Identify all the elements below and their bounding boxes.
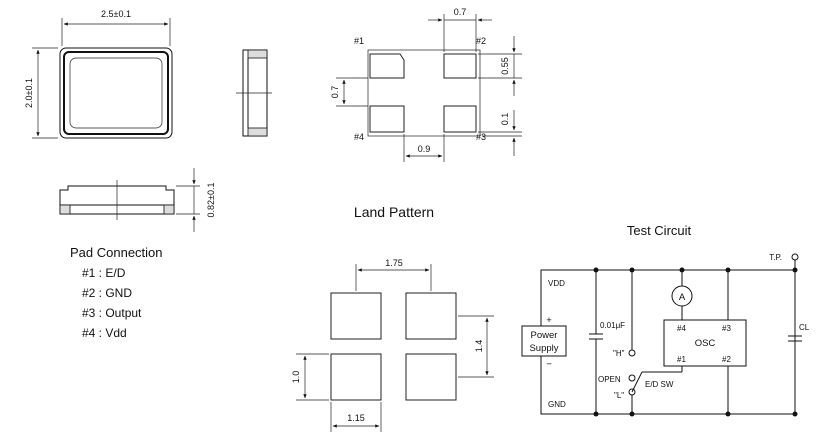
osc-pin-3: #3 — [722, 324, 731, 333]
height-dim-label: 2.0±0.1 — [24, 78, 34, 108]
side-view-vertical — [236, 49, 272, 137]
width-dim-label: 2.5±0.1 — [101, 9, 131, 19]
pad-connection-title: Pad Connection — [70, 245, 163, 260]
minus-label: − — [546, 359, 552, 370]
land-pad-bottom-left — [330, 353, 382, 401]
cl-label: CL — [799, 323, 810, 332]
bottom-pad-2 — [443, 53, 477, 79]
switch-label: E/D SW — [645, 380, 674, 389]
bottom-view: #1 #2 #3 #4 0.7 0.55 0.1 0.7 0.9 — [330, 7, 522, 162]
pad-connection-item-2: #2 : GND — [82, 286, 132, 300]
land-dim-top: 1.75 — [385, 258, 403, 268]
top-view-outline — [59, 47, 173, 139]
pad-connection: Pad Connection #1 : E/D #2 : GND #3 : Ou… — [70, 245, 163, 340]
bottom-dim-pad-height: 0.55 — [500, 57, 510, 75]
power-supply-box — [521, 325, 567, 357]
bottom-pad-4 — [369, 105, 405, 133]
land-pad-top-left — [330, 292, 382, 340]
bottom-dim-gap: 0.1 — [500, 113, 510, 126]
side-view-horizontal: 0.82±0.1 — [59, 168, 216, 232]
power-supply-label-1: Power — [531, 330, 558, 341]
land-pad-top-right — [405, 292, 457, 340]
ammeter-label: A — [679, 292, 686, 303]
top-view: 2.5±0.1 2.0±0.1 — [24, 9, 173, 139]
open-label: OPEN — [598, 375, 621, 384]
land-pattern-title: Land Pattern — [354, 204, 434, 220]
top-view-inner — [69, 57, 163, 129]
pad-connection-item-1: #1 : E/D — [82, 266, 126, 280]
land-dim-right: 1.4 — [474, 340, 484, 353]
bottom-dim-pad-width: 0.7 — [454, 7, 467, 17]
pad-connection-item-3: #3 : Output — [82, 306, 142, 320]
bottom-dim-pad-left: 0.7 — [330, 86, 340, 99]
test-circuit-title: Test Circuit — [627, 223, 692, 238]
pad-connection-item-4: #4 : Vdd — [82, 326, 127, 340]
osc-pin-1: #1 — [677, 355, 686, 364]
bottom-view-outline — [367, 49, 481, 137]
thickness-dim-label: 0.82±0.1 — [206, 183, 216, 218]
bottom-dim-pitch: 0.9 — [418, 144, 431, 154]
vdd-label: VDD — [548, 279, 565, 288]
bottom-pin-2: #2 — [476, 36, 486, 46]
bottom-pad-1 — [369, 53, 405, 79]
bottom-pad-3 — [443, 105, 477, 133]
osc-pin-2: #2 — [722, 355, 731, 364]
gnd-label: GND — [548, 400, 566, 409]
land-dim-left: 1.0 — [291, 371, 301, 384]
h-label: "H" — [613, 349, 625, 358]
bottom-pin-1: #1 — [354, 36, 364, 46]
land-pad-bottom-right — [405, 353, 457, 401]
osc-label: OSC — [695, 338, 716, 349]
land-dim-bottom: 1.15 — [347, 413, 365, 423]
ed-switch — [631, 371, 643, 393]
bottom-pin-4: #4 — [354, 132, 364, 142]
tp-label: T.P. — [769, 253, 782, 262]
osc-pin-4: #4 — [677, 324, 686, 333]
top-view-lid — [63, 51, 169, 135]
power-supply-label-2: Supply — [529, 343, 558, 354]
front-view-body — [59, 185, 175, 215]
osc-box — [663, 319, 747, 367]
plus-label: + — [546, 315, 552, 326]
test-point-icon — [791, 253, 799, 261]
land-pattern: Land Pattern 1.75 1.4 1.0 1.15 — [291, 204, 494, 432]
test-circuit: Test Circuit VDD GND Power Supply + − 0.… — [521, 223, 810, 417]
bottom-pin-3: #3 — [476, 132, 486, 142]
cap-label: 0.01μF — [600, 321, 625, 330]
l-label: "L" — [614, 391, 624, 400]
